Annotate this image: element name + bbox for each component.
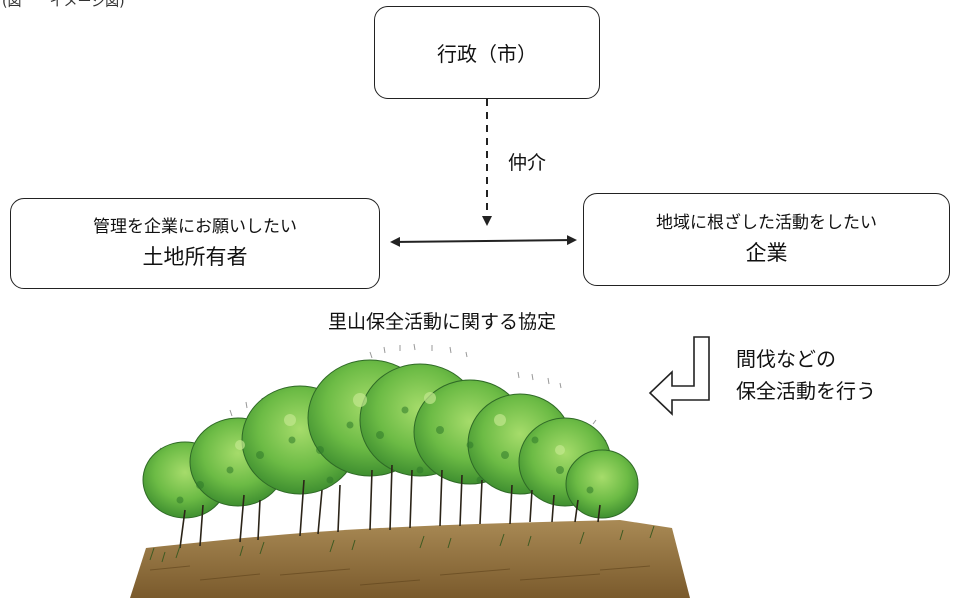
land-owner-box: 管理を企業にお願いしたい 土地所有者 (10, 198, 380, 289)
hollow-bent-arrow-icon (648, 336, 710, 416)
company-description: 地域に根ざした活動をしたい (656, 212, 877, 233)
conservation-activity-label: 間伐などの 保全活動を行う (736, 343, 876, 407)
activity-label-line2: 保全活動を行う (736, 379, 876, 403)
company-title: 企業 (745, 240, 788, 265)
cropped-caption-fragment: (図 イメージ図) (2, 0, 125, 10)
agreement-label: 里山保全活動に関する協定 (328, 311, 557, 333)
mediation-label: 仲介 (508, 152, 547, 174)
agreement-double-arrow (390, 235, 577, 247)
government-label: 行政（市） (437, 42, 537, 66)
land-owner-title: 土地所有者 (142, 244, 248, 269)
government-box: 行政（市） (374, 6, 600, 99)
company-box: 地域に根ざした活動をしたい 企業 (583, 193, 950, 286)
forest-illustration (130, 343, 690, 598)
land-owner-description: 管理を企業にお願いしたい (93, 216, 297, 237)
activity-label-line1: 間伐などの (736, 347, 836, 371)
